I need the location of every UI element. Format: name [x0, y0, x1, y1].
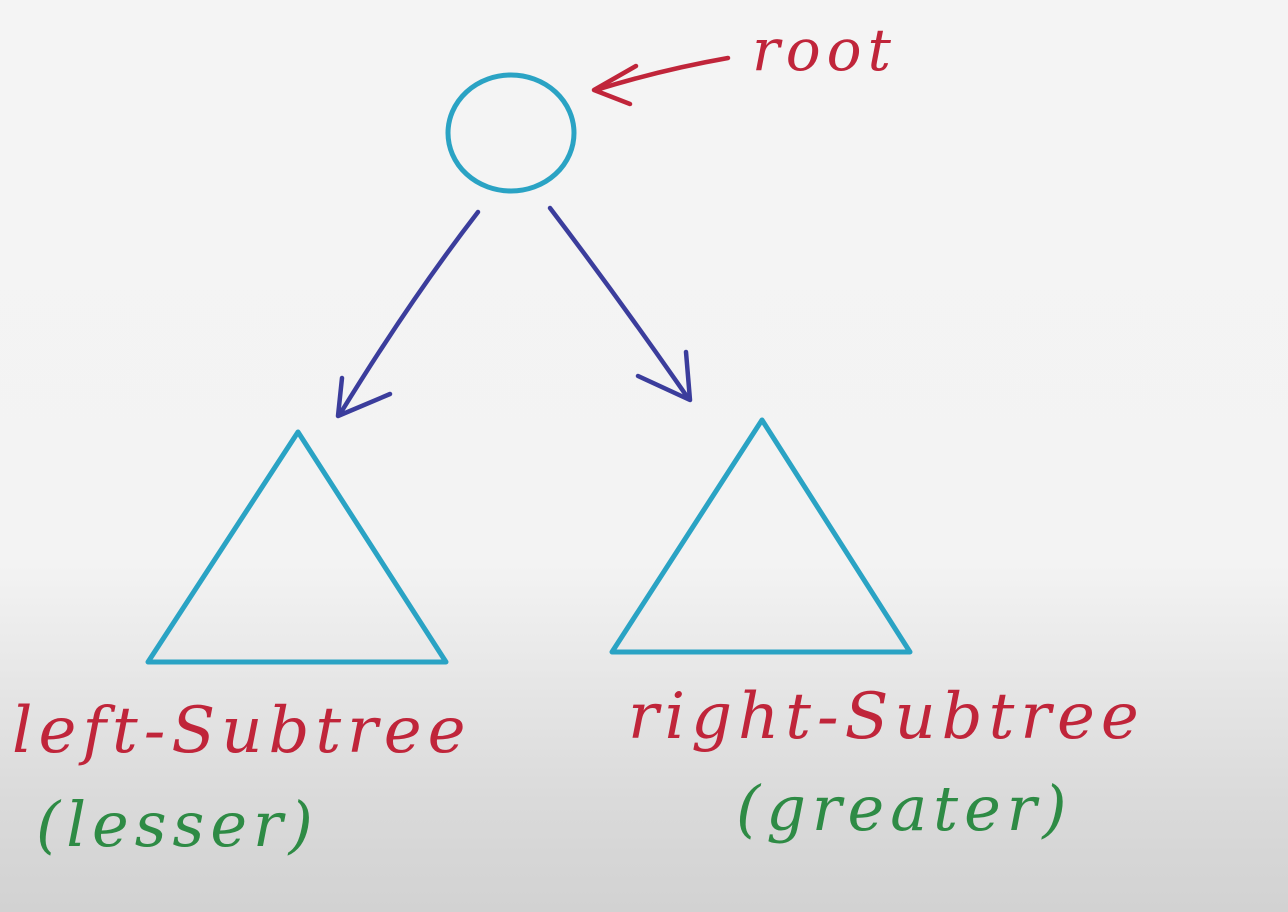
left-subtree-triangle	[145, 429, 449, 665]
root-pointer-arrow	[591, 55, 731, 107]
right-edge-arrow	[547, 205, 693, 403]
left-subtree-note: (lesser)	[36, 788, 319, 861]
right-subtree-triangle	[609, 417, 913, 655]
left-subtree-label: left-Subtree	[12, 694, 471, 768]
left-edge-arrow	[335, 209, 481, 419]
root-node	[445, 72, 577, 194]
right-subtree-note: (greater)	[736, 772, 1073, 845]
right-subtree-label: right-Subtree	[628, 680, 1145, 754]
root-label: root	[752, 16, 897, 84]
